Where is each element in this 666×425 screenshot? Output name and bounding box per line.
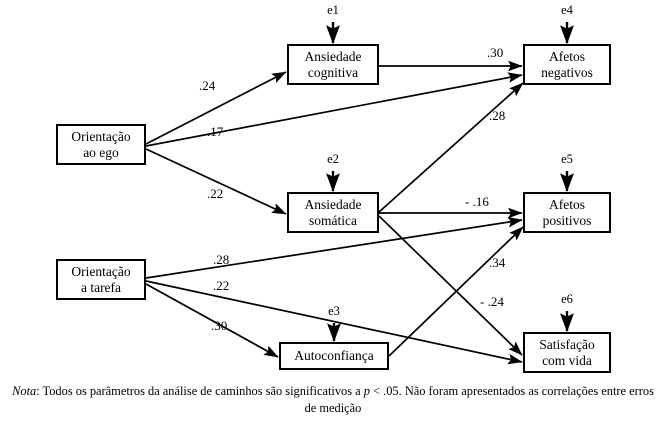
arrow-autoconfianca-to-afetos-positivos <box>388 226 524 357</box>
coefficient-ansiedade-cognitiva-to-afetos-negativos: .30 <box>487 45 504 60</box>
node-orientacao-ao-ego-line2: ao ego <box>83 144 119 160</box>
figure-note-p-symbol: p <box>363 384 370 398</box>
arrow-tarefa-to-autoconfianca <box>145 283 279 358</box>
node-afetos-negativos-line2: negativos <box>541 64 593 80</box>
error-label-e1: e1 <box>327 3 339 17</box>
node-ansiedade-somatica[interactable]: Ansiedade somática <box>287 192 379 233</box>
coefficient-ansiedade-somatica-to-afetos-positivos: - .16 <box>465 194 489 209</box>
node-ansiedade-cognitiva-line2: cognitiva <box>307 64 359 80</box>
figure-note-body-a: : Todos os parâmetros da análise de cami… <box>36 384 364 398</box>
arrow-tarefa-to-satisfacao <box>145 280 523 365</box>
node-autoconfianca[interactable]: Autoconfiança <box>279 342 389 370</box>
arrow-tarefa-to-afetos-positivos <box>145 216 523 279</box>
figure-note-lead: Nota <box>12 384 37 398</box>
node-orientacao-ao-ego[interactable]: Orientação ao ego <box>56 124 146 165</box>
node-orientacao-ao-ego-line1: Orientação <box>71 129 131 145</box>
coefficient-autoconfianca-to-afetos-positivos: .34 <box>489 255 506 270</box>
error-label-e3: e3 <box>328 304 340 318</box>
node-afetos-negativos[interactable]: Afetos negativos <box>523 44 611 85</box>
node-afetos-positivos[interactable]: Afetos positivos <box>523 192 611 233</box>
node-ansiedade-cognitiva-line1: Ansiedade <box>304 49 362 65</box>
coefficient-tarefa-to-satisfacao: .22 <box>213 278 230 293</box>
coefficient-ego-to-ansiedade-cognitiva: .24 <box>199 78 216 93</box>
node-satisfacao-com-vida-line2: com vida <box>542 352 592 368</box>
coefficient-ego-to-ansiedade-somatica: .22 <box>207 186 224 201</box>
arrow-ansiedade-somatica-to-afetos-negativos <box>378 82 524 213</box>
node-afetos-negativos-line1: Afetos <box>549 49 585 65</box>
coefficient-tarefa-to-afetos-positivos: .28 <box>213 252 230 267</box>
error-label-e6: e6 <box>561 292 573 306</box>
error-label-e5: e5 <box>561 152 573 166</box>
figure-note-body-b: < .05. Não foram apresentados as correla… <box>304 384 654 415</box>
coefficient-ego-to-afetos-negativos: .17 <box>207 124 224 139</box>
coefficient-ansiedade-somatica-to-satisfacao: - .24 <box>480 294 504 309</box>
node-satisfacao-com-vida-line1: Satisfação <box>539 337 595 353</box>
arrow-ansiedade-somatica-to-satisfacao <box>378 215 523 356</box>
coefficient-ansiedade-somatica-to-afetos-negativos: .28 <box>489 108 506 123</box>
node-orientacao-a-tarefa-line2: a tarefa <box>80 279 122 295</box>
node-orientacao-a-tarefa-line1: Orientação <box>71 264 131 280</box>
figure-note: Nota: Todos os parâmetros da análise de … <box>10 383 656 416</box>
arrow-ego-to-afetos-negativos <box>145 72 523 147</box>
node-ansiedade-cognitiva[interactable]: Ansiedade cognitiva <box>287 44 379 85</box>
coefficient-tarefa-to-autoconfianca: .30 <box>211 318 228 333</box>
node-ansiedade-somatica-line1: Ansiedade <box>304 197 362 213</box>
node-afetos-positivos-line1: Afetos <box>549 197 585 213</box>
error-label-e2: e2 <box>327 152 339 166</box>
arrow-ego-to-ansiedade-cognitiva <box>145 71 287 145</box>
node-afetos-positivos-line2: positivos <box>542 212 592 228</box>
node-satisfacao-com-vida[interactable]: Satisfação com vida <box>523 332 611 373</box>
node-autoconfianca-line1: Autoconfiança <box>294 348 374 364</box>
error-label-e4: e4 <box>561 3 573 17</box>
node-ansiedade-somatica-line2: somática <box>309 212 357 228</box>
arrow-ego-to-ansiedade-somatica <box>145 148 287 215</box>
node-orientacao-a-tarefa[interactable]: Orientação a tarefa <box>56 259 146 300</box>
